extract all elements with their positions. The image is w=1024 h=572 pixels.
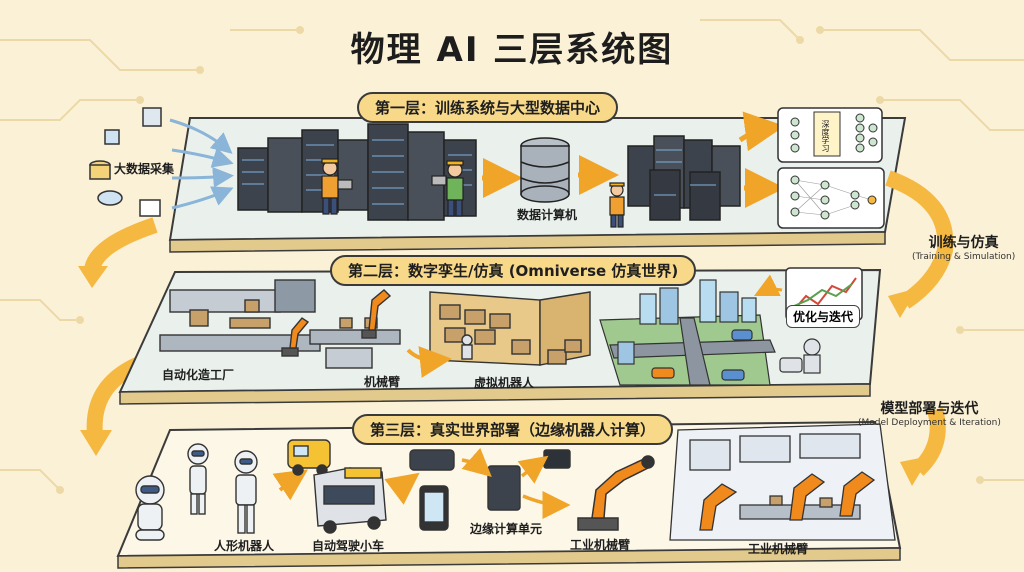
flow-deploy-en: (Model Deployment & Iteration) bbox=[858, 418, 1001, 428]
flow-deploy: 模型部署与迭代 (Model Deployment & Iteration) bbox=[858, 398, 1001, 428]
virtual-warehouse bbox=[429, 291, 591, 366]
database-icon bbox=[520, 137, 570, 203]
vehicle-label: 自动驾驶小车 bbox=[312, 539, 385, 553]
layer1-heading: 第一层：训练系统与大型数据中心 bbox=[357, 92, 619, 123]
humanoid-label: 人形机器人 bbox=[214, 539, 275, 553]
edge-label: 边缘计算单元 bbox=[470, 522, 543, 536]
arm-label: 机械臂 bbox=[364, 375, 401, 389]
neural-network-panel-bottom bbox=[777, 167, 885, 229]
industrial-arm-label-1: 工业机械臂 bbox=[570, 538, 631, 552]
virtual-robot-label: 虚拟机器人 bbox=[474, 376, 535, 390]
flow-arrow bbox=[738, 111, 785, 152]
engineer-worker bbox=[609, 182, 625, 228]
engineer-workers bbox=[321, 158, 464, 217]
humanoid-robots bbox=[135, 443, 258, 541]
flow-arrow bbox=[272, 469, 308, 501]
factory-label: 自动化造工厂 bbox=[162, 368, 235, 382]
flow-train-sim: 训练与仿真 (Training & Simulation) bbox=[912, 232, 1015, 262]
robot-arms bbox=[281, 289, 392, 357]
compute-label: 数据计算机 bbox=[517, 208, 578, 222]
flow-arrow bbox=[384, 472, 420, 505]
industrial-robot-arm bbox=[577, 455, 655, 531]
big-data-label: 大数据采集 bbox=[114, 162, 175, 176]
city-simulation bbox=[599, 279, 821, 386]
industrial-arm-label-2: 工业机械臂 bbox=[748, 542, 809, 556]
edge-arrows bbox=[461, 447, 571, 519]
flow-train-sim-title: 训练与仿真 bbox=[928, 235, 999, 251]
page-title: 物理 AI 三层系统图 bbox=[350, 30, 674, 70]
flow-train-sim-en: (Training & Simulation) bbox=[912, 252, 1016, 262]
edge-devices bbox=[409, 449, 571, 531]
server-cluster bbox=[627, 135, 741, 221]
arrow-heads bbox=[78, 266, 930, 486]
layer3-heading: 第三层：真实世界部署（边缘机器人计算） bbox=[352, 414, 674, 445]
industrial-factory bbox=[669, 423, 896, 541]
data-flow-arrows bbox=[169, 118, 234, 210]
optimize-tag: 优化与迭代 bbox=[786, 305, 861, 328]
autonomous-vehicles bbox=[287, 439, 387, 534]
layer2-heading: 第二层：数字孪生/仿真 (Omniverse 仿真世界) bbox=[330, 255, 697, 286]
data-source-icons bbox=[89, 107, 162, 217]
flow-arrow bbox=[753, 274, 783, 297]
circuit-traces bbox=[0, 19, 1024, 494]
flow-deploy-title: 模型部署与迭代 bbox=[880, 401, 979, 417]
nn-box-label: 深度学习 bbox=[821, 120, 830, 152]
flow-arrow bbox=[406, 346, 452, 378]
neural-network-panel-top bbox=[777, 107, 883, 163]
